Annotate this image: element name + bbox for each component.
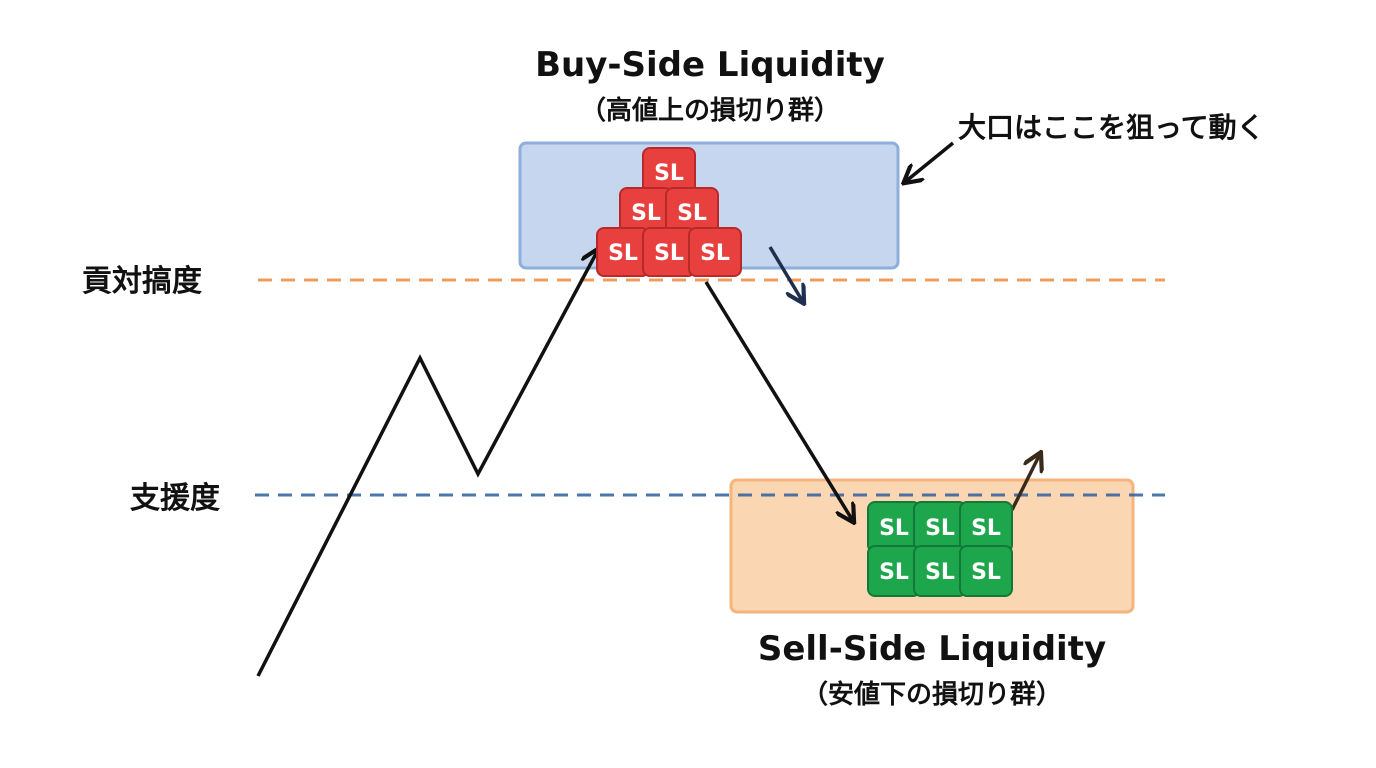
sl-tile-green: SL [913, 545, 967, 597]
sl-tile-green: SL [959, 545, 1013, 597]
svg-text:SL: SL [925, 560, 955, 585]
svg-text:SL: SL [700, 241, 730, 266]
sell-side-stop-loss-cluster: SL SL SL SL SL SL [867, 501, 1013, 597]
support-label: 支援度 [130, 481, 220, 516]
resistance-label: 貢対搞度 [82, 264, 202, 299]
sl-tile-green: SL [913, 501, 967, 553]
price-path-down [704, 281, 853, 521]
reversal-up-arrow [1010, 454, 1040, 511]
svg-text:SL: SL [631, 201, 661, 226]
svg-text:SL: SL [879, 560, 909, 585]
svg-text:SL: SL [971, 560, 1001, 585]
sl-tile-green: SL [959, 501, 1013, 553]
annotation-text: 大口はここを狙って動く [958, 111, 1265, 144]
sl-tile-red: SL [619, 187, 673, 237]
buy-side-title: Buy-Side Liquidity [535, 45, 885, 85]
svg-text:SL: SL [608, 241, 638, 266]
reversal-down-arrow [768, 246, 803, 302]
buy-side-stop-loss-cluster: SL SL SL SL SL SL [596, 147, 742, 277]
sl-tile-red: SL [642, 227, 696, 277]
price-path-up [256, 250, 598, 677]
sl-tile-red: SL [596, 227, 650, 277]
svg-text:SL: SL [879, 516, 909, 541]
buy-side-subtitle: （高値上の損切り群） [580, 95, 840, 126]
annotation-arrow [905, 141, 955, 182]
svg-text:SL: SL [971, 516, 1001, 541]
sl-tile-green: SL [867, 501, 921, 553]
sl-tile-red: SL [688, 227, 742, 277]
svg-text:SL: SL [654, 241, 684, 266]
sell-side-subtitle: （安値下の損切り群） [802, 680, 1062, 710]
sell-side-title: Sell-Side Liquidity [758, 629, 1106, 669]
svg-text:SL: SL [925, 516, 955, 541]
svg-text:SL: SL [654, 161, 684, 186]
svg-text:SL: SL [677, 201, 707, 226]
sl-tile-green: SL [867, 545, 921, 597]
